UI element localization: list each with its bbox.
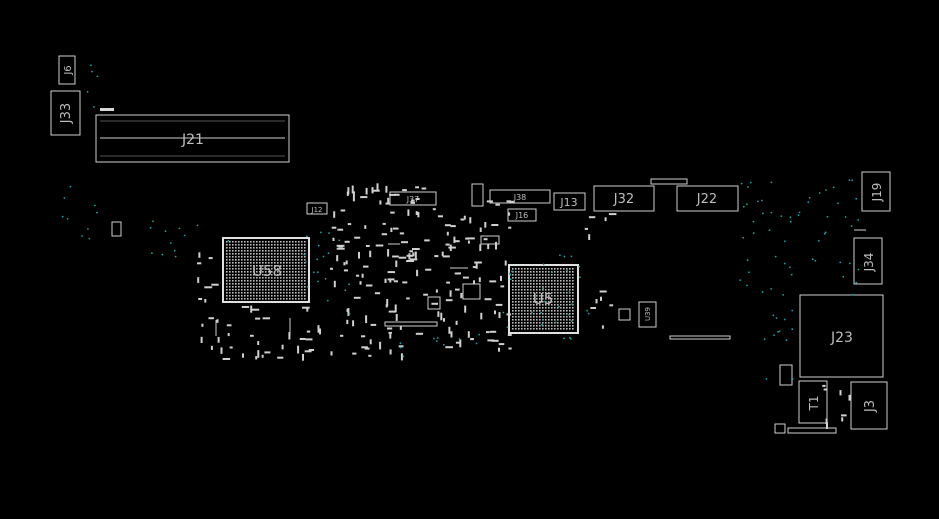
chip-u39[interactable]: U39	[638, 301, 657, 328]
chip-u58[interactable]: U58	[222, 237, 310, 303]
connector-j32[interactable]: J32	[593, 185, 655, 212]
connector-j13-label: J13	[559, 196, 577, 209]
connector-j37[interactable]: J37	[389, 191, 437, 206]
connector-j33-label: J33	[59, 103, 74, 124]
chip-u58-label: U58	[252, 262, 282, 280]
connector-j3[interactable]: J3	[850, 381, 888, 430]
misc-components	[111, 178, 866, 434]
connector-j6-label: J6	[63, 65, 74, 75]
connector-j23[interactable]: J23	[799, 294, 884, 378]
transformer-t1[interactable]: T1	[798, 380, 828, 424]
misc-pads	[197, 183, 851, 429]
connector-j16-label: J16	[515, 211, 529, 220]
connector-j38-label: J38	[513, 193, 527, 202]
connector-j12-label: J12	[311, 206, 323, 214]
connector-j32-label: J32	[613, 192, 634, 207]
connector-j22-label: J22	[696, 192, 717, 207]
connector-j19-label: J19	[870, 183, 884, 203]
connector-j12[interactable]: J12	[306, 202, 328, 215]
connector-j13[interactable]: J13	[553, 192, 586, 211]
connector-j21[interactable]: J21	[95, 108, 290, 163]
connector-j33[interactable]: J33	[50, 90, 81, 136]
connector-j16[interactable]: J16	[507, 208, 537, 222]
chip-u58-pads	[226, 241, 306, 300]
connector-j22[interactable]: J22	[676, 185, 739, 212]
connector-j37-label: J37	[406, 195, 420, 204]
connector-j38[interactable]: J38	[489, 189, 551, 204]
connector-j19[interactable]: J19	[861, 171, 891, 212]
connector-j23-label: J23	[830, 330, 853, 346]
transformer-t1-label: T1	[807, 396, 821, 412]
connector-j34[interactable]: J34	[853, 237, 883, 285]
connector-j21-label: J21	[181, 132, 204, 148]
chip-u39-label: U39	[644, 307, 652, 321]
connector-j6[interactable]: J6	[58, 55, 76, 85]
connector-j3-label: J3	[863, 400, 878, 413]
connector-j34-label: J34	[862, 253, 876, 273]
chip-u5-label: U5	[533, 290, 554, 308]
chip-u5[interactable]: U5	[508, 264, 579, 334]
chip-u5-pads	[512, 268, 574, 330]
via-dots	[61, 64, 860, 380]
